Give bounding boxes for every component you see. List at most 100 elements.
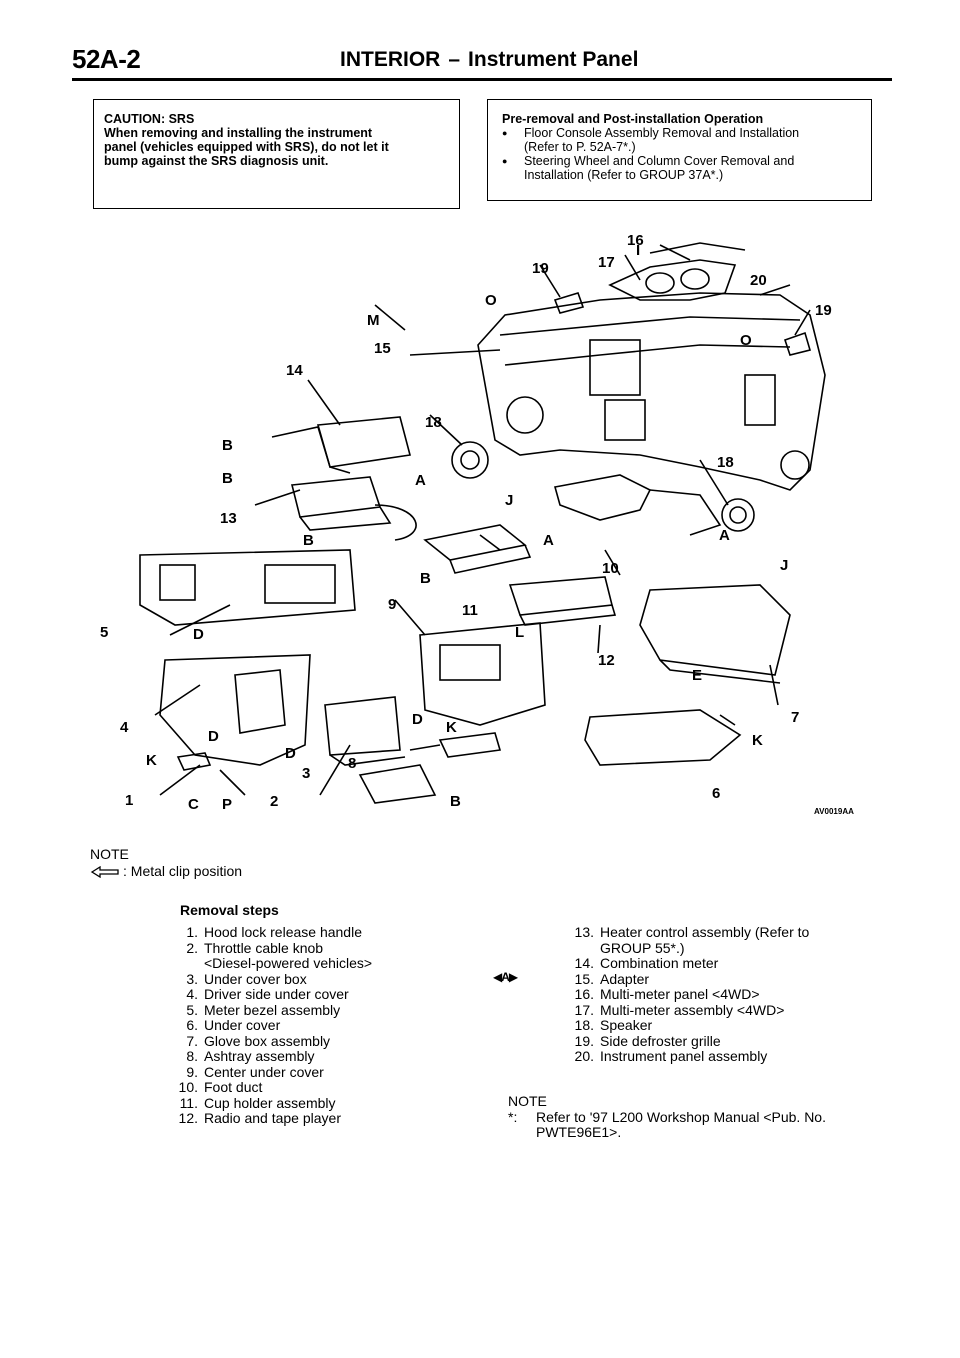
header-rule — [72, 78, 892, 81]
removal-step: 3. Under cover box — [170, 970, 460, 988]
svg-text:5: 5 — [100, 624, 108, 641]
svg-text:O: O — [740, 332, 752, 349]
step-text: Glove box assembly — [204, 1032, 331, 1049]
step-text: Multi-meter assembly <4WD> — [600, 1001, 785, 1018]
svg-text:A: A — [543, 532, 554, 549]
removal-step: 17. Multi-meter assembly <4WD> — [566, 1001, 896, 1019]
step-number — [170, 956, 204, 972]
removal-step: 6.Under cover — [170, 1017, 460, 1034]
removal-step: 8.Ashtray assembly — [170, 1048, 460, 1065]
step-text: Hood lock release handle — [204, 924, 362, 940]
svg-text:7: 7 — [791, 709, 799, 726]
removal-step: <Diesel-powered vehicles> — [170, 955, 460, 972]
caution-line: CAUTION: SRS — [104, 112, 195, 126]
step-number: 14. — [574, 955, 594, 971]
note-reference-line: Refer to '97 L200 Workshop Manual <Pub. … — [536, 1108, 826, 1125]
preremoval-item-line: Steering Wheel and Column Cover Removal … — [524, 154, 795, 168]
removal-step: 12.Radio and tape player — [170, 1110, 460, 1127]
svg-text:4: 4 — [120, 719, 129, 736]
svg-text:19: 19 — [815, 302, 832, 319]
removal-step: 19.Side defroster grille — [566, 1033, 896, 1050]
svg-text:J: J — [505, 492, 513, 509]
removal-step: 10.Foot duct — [170, 1079, 460, 1096]
preremoval-item: Floor Console Assembly Removal and Insta… — [502, 126, 871, 154]
removal-step: 18. Speaker — [566, 1017, 896, 1034]
caution-box: CAUTION: SRS When removing and installin… — [93, 99, 460, 209]
removal-step: 4.Driver side under cover — [170, 986, 460, 1003]
caution-line: When removing and installing the instrum… — [104, 126, 373, 140]
removal-step: 20. Instrument panel assembly — [566, 1048, 896, 1065]
svg-text:E: E — [692, 667, 702, 684]
removal-step: 5.Meter bezel assembly — [170, 1002, 460, 1019]
step-text: Speaker — [600, 1017, 653, 1033]
page-title: INTERIOR–Instrument Panel — [340, 48, 638, 72]
step-number: 20. — [574, 1048, 594, 1064]
clip-legend: : Metal clip position — [90, 863, 242, 880]
note-reference-row: *: Refer to '97 L200 Workshop Manual <Pu… — [508, 1108, 908, 1141]
step-number: 2. — [186, 939, 198, 956]
svg-text:8: 8 — [348, 755, 356, 772]
asterisk-marker: *: — [508, 1108, 518, 1125]
svg-text:D: D — [412, 711, 423, 728]
step-number: 16. — [574, 986, 594, 1002]
removal-step: 14.Combination meter — [566, 955, 896, 972]
svg-text:M: M — [367, 312, 380, 329]
removal-step: 7. Glove box assembly — [170, 1032, 460, 1050]
svg-text:L: L — [515, 624, 524, 641]
svg-text:14: 14 — [286, 362, 303, 379]
svg-text:9: 9 — [388, 596, 396, 613]
svg-text:18: 18 — [425, 414, 442, 431]
svg-text:D: D — [193, 626, 204, 643]
svg-text:16: 16 — [627, 232, 644, 249]
step-number — [566, 941, 600, 957]
removal-step: 2.Throttle cable knob — [170, 939, 460, 957]
step-text: Cup holder assembly — [204, 1094, 336, 1111]
step-number: 18. — [574, 1017, 594, 1033]
preremoval-item-line: Installation (Refer to GROUP 37A*.) — [524, 168, 724, 182]
step-number: 7. — [186, 1032, 198, 1049]
svg-text:P: P — [222, 796, 232, 813]
svg-text:15: 15 — [374, 340, 391, 357]
step-text: Instrument panel assembly — [600, 1048, 768, 1064]
svg-text:O: O — [485, 292, 497, 309]
step-text: Center under cover — [204, 1063, 324, 1080]
step-text: Under cover box — [204, 970, 307, 987]
step-number: 15. — [574, 970, 594, 987]
subsection-title: Instrument Panel — [468, 48, 639, 71]
section-title: INTERIOR — [340, 48, 441, 71]
exploded-diagram: 16 17 I 19 20 19 O O M 15 14 18 18 B B 1… — [100, 232, 854, 816]
svg-text:B: B — [420, 570, 431, 587]
step-text: Driver side under cover — [204, 986, 349, 1002]
note-reference-text: Refer to '97 L200 Workshop Manual <Pub. … — [536, 1108, 826, 1141]
note-label: NOTE — [90, 846, 129, 862]
svg-text:19: 19 — [532, 260, 549, 277]
svg-text:K: K — [752, 732, 763, 749]
caution-line: bump against the SRS diagnosis unit. — [104, 154, 329, 168]
svg-text:B: B — [450, 793, 461, 810]
removal-steps-title: Removal steps — [180, 902, 279, 918]
page-number: 52A-2 — [72, 44, 141, 74]
preremoval-box: Pre-removal and Post-installation Operat… — [487, 99, 872, 201]
step-text: Heater control assembly (Refer to — [600, 924, 810, 940]
svg-text:K: K — [446, 719, 457, 736]
svg-text:D: D — [285, 745, 296, 762]
step-number: 3. — [186, 970, 198, 987]
svg-text:B: B — [222, 437, 233, 454]
note-reference-line: PWTE96E1>. — [536, 1124, 622, 1140]
svg-text:20: 20 — [750, 272, 767, 289]
svg-text:17: 17 — [598, 254, 615, 271]
page-header: 52A-2 INTERIOR–Instrument Panel — [72, 44, 892, 80]
preremoval-item-line: (Refer to P. 52A-7*.) — [524, 140, 636, 154]
svg-text:18: 18 — [717, 454, 734, 471]
step-text: Multi-meter panel <4WD> — [600, 986, 760, 1002]
step-number: 12. — [178, 1110, 198, 1126]
step-number: 17. — [574, 1001, 594, 1018]
removal-step: GROUP 55*.) — [566, 940, 896, 957]
note-metal-clip: NOTE : Metal clip position — [90, 846, 242, 880]
step-text: Ashtray assembly — [204, 1048, 315, 1064]
svg-text:K: K — [146, 752, 157, 769]
step-number: 9. — [186, 1063, 198, 1080]
step-number: 6. — [186, 1017, 198, 1033]
removal-step: 15.Adapter — [566, 970, 896, 988]
preremoval-item-line: Floor Console Assembly Removal and Insta… — [524, 126, 800, 140]
